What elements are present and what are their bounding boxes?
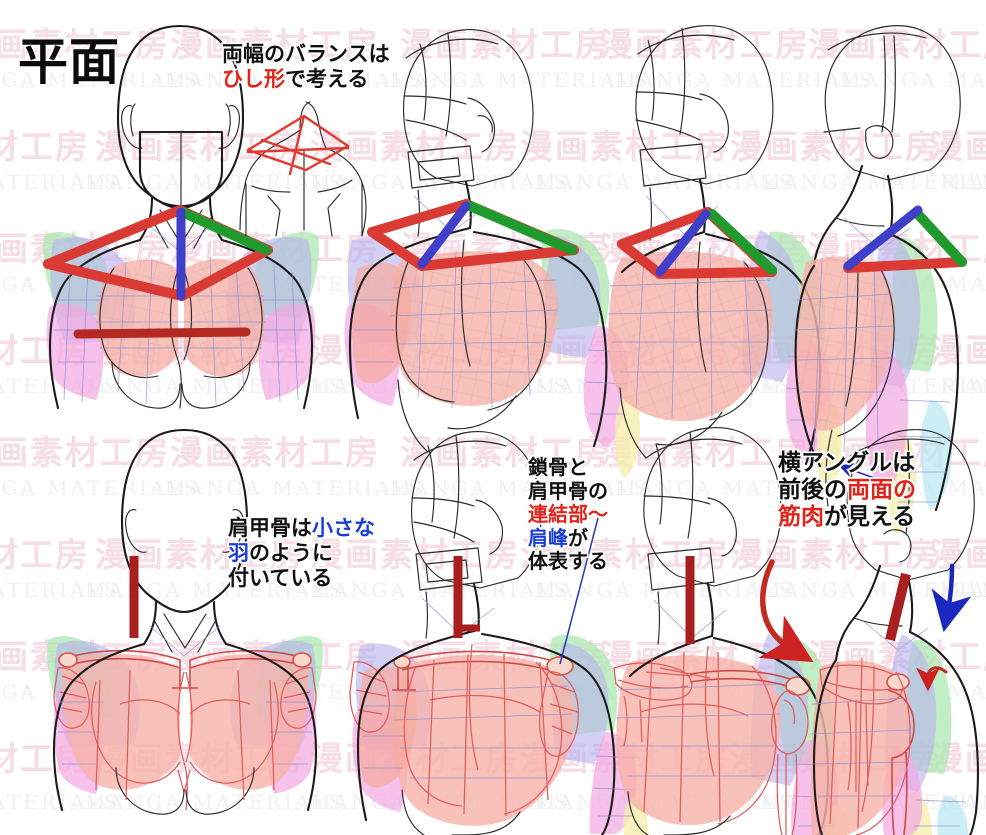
- annotation-run: 肩峰: [527, 524, 570, 551]
- annotation-run: 肩甲骨の: [527, 477, 610, 504]
- annotation-side-angle-muscles: 横アングルは前後の両面の筋肉が見える: [776, 449, 918, 532]
- inset-back-diamond: [239, 101, 367, 237]
- annotation-line: 肩峰が: [527, 524, 608, 551]
- head-near-side: [635, 25, 774, 241]
- arrow-red-front-muscles: [758, 559, 814, 663]
- guide-green-clavicle-side: [911, 207, 967, 267]
- annotation-scapula-wing: 肩甲骨は小さな羽のように付いている: [226, 515, 377, 592]
- panel-side-skeleton: [758, 429, 979, 835]
- annotation-line: 羽のように: [227, 539, 375, 566]
- guide-blue-diagonal-tq: [417, 201, 471, 269]
- annotation-run: 付いている: [226, 564, 333, 591]
- annotation-run: で考える: [283, 65, 369, 92]
- clavicle-outline-tq: [392, 650, 563, 691]
- panel-three-quarter-view: [344, 29, 640, 478]
- annotation-run: が: [567, 524, 590, 551]
- scapula-outline-near-side: [613, 662, 711, 747]
- annotation-run: のように: [248, 539, 335, 566]
- annotation-line: 付いている: [226, 564, 375, 591]
- annotation-line: 筋肉が見える: [777, 503, 917, 532]
- guide-green-clavicle-front: [177, 207, 271, 255]
- annotation-run: 前後の: [777, 476, 849, 505]
- annotation-line: 前後の両面の: [777, 476, 918, 505]
- annotation-run: 羽: [227, 539, 251, 566]
- guide-green-clavicle-near-side: [707, 209, 777, 275]
- pointer-line-acromion: [559, 517, 599, 665]
- guide-red-base-side: [843, 257, 967, 273]
- guide-blue-diagonal-side: [843, 205, 923, 271]
- head-tq-lower: [411, 431, 542, 639]
- annotation-run: 横アングルは: [776, 449, 916, 478]
- annotation-line: 横アングルは: [776, 449, 916, 478]
- annotation-clavicle-acromion: 鎖骨と肩甲骨の連結部〜肩峰が体表する: [527, 454, 610, 575]
- annotation-run: 筋肉: [777, 503, 826, 532]
- annotation-run: 体表する: [527, 548, 610, 575]
- annotation-run: 肩甲骨は: [227, 515, 314, 542]
- head-near-side-lower: [643, 427, 782, 645]
- torso-side-skeleton: [809, 630, 979, 835]
- panel-front-skeleton: [47, 428, 323, 815]
- guide-red-chest-width-front: [73, 327, 251, 339]
- annotation-run: 両幅のバランスは: [221, 41, 392, 68]
- marker-red-vertical-bar-side: [885, 572, 911, 642]
- guide-green-clavicle-tq: [465, 201, 577, 255]
- annotation-line: 肩甲骨の: [527, 477, 610, 504]
- annotation-run: が見える: [822, 503, 916, 532]
- humerus-outline-near-side: [770, 689, 809, 835]
- annotation-run: 連結部〜: [527, 501, 610, 528]
- annotation-run: 小さな: [311, 515, 377, 542]
- annotation-run: ひし形: [221, 65, 287, 92]
- annotation-line: 肩甲骨は小さな: [227, 515, 377, 542]
- torso-three-quarter: [344, 226, 640, 478]
- torso-front-skeleton: [47, 636, 323, 815]
- torso-tq-skeleton: [349, 628, 648, 835]
- annotation-line: 鎖骨と: [527, 454, 608, 481]
- annotation-line: 体表する: [527, 548, 610, 575]
- arrow-red-small-hook: [916, 666, 948, 692]
- head-side: [812, 25, 961, 268]
- annotation-run: 鎖骨と: [527, 454, 590, 481]
- head-front-lower: [120, 428, 249, 657]
- annotation-line: 連結部〜: [527, 501, 610, 528]
- page-title: 平面: [18, 33, 120, 91]
- annotation-line: 両幅のバランスは: [221, 41, 392, 68]
- arrow-blue-back-muscles: [931, 563, 972, 633]
- guide-blue-diagonal-near-side: [655, 209, 711, 277]
- panel-front-view: [43, 24, 319, 410]
- annotation-balance-diamond: 両幅のバランスはひし形で考える: [221, 41, 392, 93]
- head-three-quarter: [403, 29, 534, 237]
- scapula-outline-side: [819, 664, 903, 792]
- panel-side-view: [793, 25, 967, 534]
- annotation-line: ひし形で考える: [221, 65, 390, 92]
- panel-near-side-view: [607, 25, 842, 494]
- annotation-run: 両面の: [846, 476, 918, 505]
